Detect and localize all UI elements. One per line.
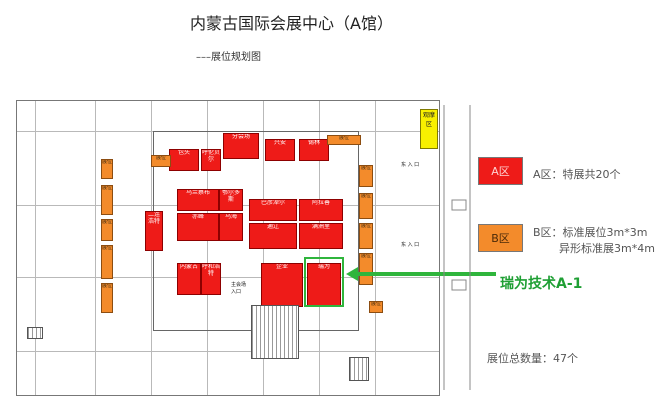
booth-a: 二连浩特 (145, 211, 163, 251)
legend-b-text-1: B区：标准展位3m*3m (533, 226, 648, 239)
booth-b: 展位 (359, 165, 373, 187)
booth-label: 展位 (360, 223, 371, 229)
booth-a: 企业 (261, 263, 303, 307)
booth-a: 包头 (169, 149, 199, 171)
booth-a: 呼伦贝尔 (201, 149, 221, 171)
booth-label: 展位 (102, 283, 113, 289)
booth-a: 兴安 (265, 139, 295, 161)
booth-a: 内蒙古 (177, 263, 201, 295)
booth-a: 分会场 (223, 133, 259, 159)
booth-label: 包头 (177, 149, 190, 156)
page-title: 内蒙古国际会展中心（A馆） (190, 14, 393, 33)
booth-label: 锡林 (307, 139, 320, 146)
booth-b: 展位 (101, 219, 113, 241)
booth-b: 展位 (101, 159, 113, 179)
booth-b: 展位 (359, 223, 373, 249)
booth-b: 展位 (101, 283, 113, 313)
booth-label: 通辽 (266, 223, 279, 230)
booth-label: 展位 (338, 135, 349, 141)
booth-a: 呼和浩特 (201, 263, 221, 295)
booth-label: 瑞为 (317, 263, 330, 270)
booth-b: 展位 (359, 253, 373, 285)
legend-b-box: B区 (478, 224, 523, 252)
booth-label: 阿拉善 (311, 199, 330, 206)
grid-line (375, 101, 376, 395)
highlighted-booth-label: 瑞为技术A-1 (500, 276, 583, 292)
booth-a: 满洲里 (299, 223, 343, 249)
booth-b: 展位 (327, 135, 361, 145)
floor-plan: 观摩区 分会场 兴安 锡林 包头 呼伦贝尔 乌兰察布 鄂尔多斯 赤峰 乌海 巴彦… (16, 100, 440, 396)
booth-label: 呼伦贝尔 (202, 149, 221, 163)
legend-a-box: A区 (478, 157, 523, 185)
booth-b: 展位 (369, 301, 383, 313)
booth-label: 巴彦淖尔 (260, 199, 285, 206)
booth-label: 呼和浩特 (202, 263, 221, 277)
booth-label: 乌兰察布 (185, 189, 210, 196)
booth-label: 二连浩特 (147, 211, 160, 225)
booth-label: 展位 (102, 159, 113, 165)
booth-label: 展位 (102, 245, 113, 251)
booth-label: 展位 (102, 219, 113, 225)
booth-label: 分会场 (231, 133, 250, 140)
booth-label: 展位 (155, 155, 166, 161)
grid-line (17, 277, 439, 278)
east-entrance-label: 东 入 口 (401, 242, 420, 248)
grid-line (207, 101, 208, 395)
staircase (27, 327, 43, 339)
booth-a: 通辽 (249, 223, 297, 249)
booth-label: 满洲里 (311, 223, 330, 230)
booth-label: 展位 (360, 165, 371, 171)
top-entrance-label: 东 入 口 (401, 162, 420, 168)
booth-a: 赤峰 (177, 213, 219, 241)
booth-label: 赤峰 (191, 213, 204, 220)
grid-line (95, 101, 96, 395)
staircase (251, 305, 299, 359)
booth-a: 鄂尔多斯 (219, 189, 243, 211)
booth-label: 展位 (360, 193, 371, 199)
booth-label: 展位 (102, 185, 113, 191)
booth-label: 鄂尔多斯 (221, 189, 240, 203)
booth-a: 锡林 (299, 139, 329, 161)
highlighted-booth-frame (304, 257, 344, 307)
booth-b: 展位 (101, 185, 113, 215)
booth-label: 展位 (370, 301, 381, 307)
booth-b: 展位 (359, 193, 373, 219)
booth-a: 巴彦淖尔 (249, 199, 297, 221)
total-booths-text: 展位总数量：47个 (487, 352, 578, 365)
grid-line (17, 351, 439, 352)
booth-label: 企业 (275, 263, 288, 270)
grid-line (35, 101, 36, 395)
legend-b-text-2: 异形标准展3m*4m (559, 242, 655, 255)
booth-label: 展位 (360, 253, 371, 259)
booth-label: 内蒙古 (179, 263, 198, 270)
staircase (349, 357, 369, 381)
booth-b: 展位 (151, 155, 171, 167)
booth-label: 乌海 (224, 213, 237, 220)
observation-zone-label: 观摩区 (422, 112, 435, 128)
observation-zone: 观摩区 (420, 109, 438, 149)
booth-a: 阿拉善 (299, 199, 343, 221)
booth-a: 乌兰察布 (177, 189, 219, 211)
callout-arrow-icon (346, 267, 496, 281)
building-outline (443, 105, 471, 390)
booth-label: 兴安 (273, 139, 286, 146)
booth-b: 展位 (101, 245, 113, 279)
legend-a-text: A区：特展共20个 (533, 168, 621, 181)
booth-a: 乌海 (219, 213, 243, 241)
main-entrance-label: 主会场 入口 (231, 282, 247, 295)
page-subtitle: –––展位规划图 (196, 52, 261, 63)
